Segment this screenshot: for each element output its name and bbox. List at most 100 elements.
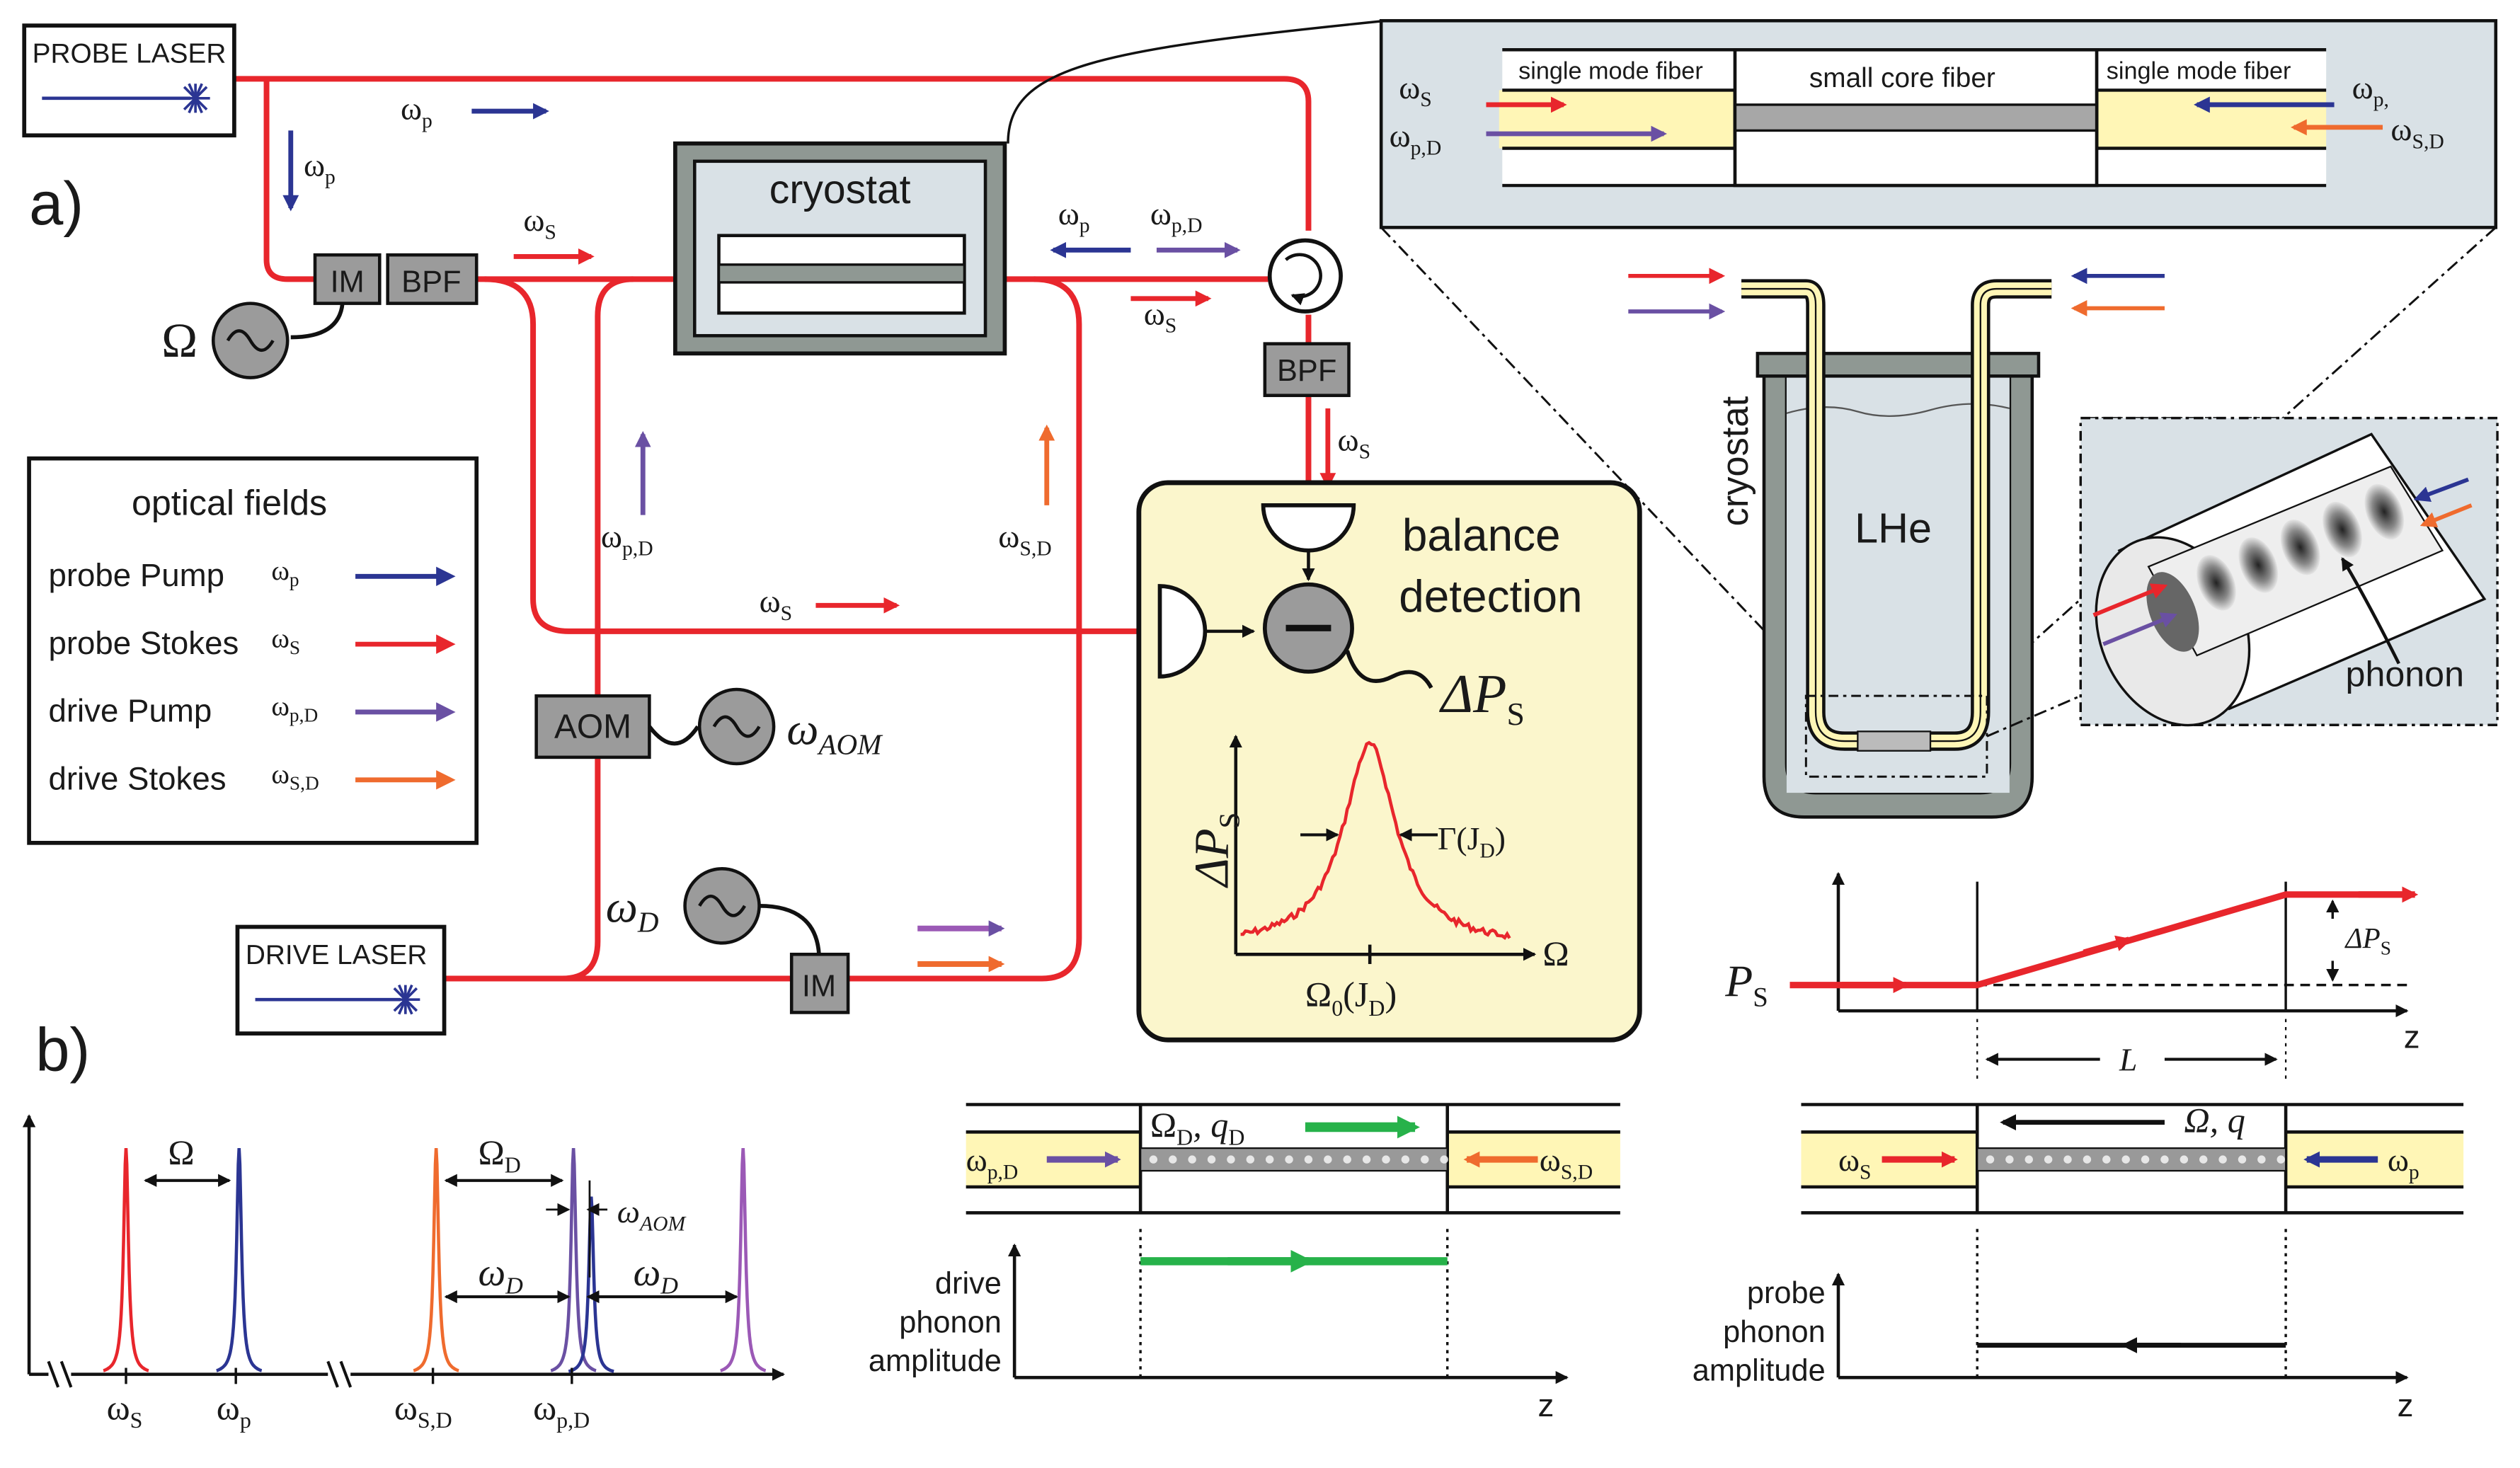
core-dot (2218, 1155, 2227, 1164)
probe-laser-starburst-icon (181, 83, 210, 114)
drive-laser: DRIVE LASER (235, 924, 447, 1036)
probe-laser-box (22, 23, 236, 138)
spectral-line (413, 1148, 459, 1372)
drive-amp-ylabel-3: amplitude (869, 1344, 1002, 1378)
label-center-omega: Ω0(JD) (1305, 974, 1397, 1021)
cryostat: cryostat (673, 141, 1007, 356)
core-dot (1382, 1155, 1390, 1164)
circulator-icon (1267, 238, 1343, 314)
drive-laser-box (235, 924, 447, 1036)
photodiode-top-icon (1261, 503, 1356, 553)
label-delta-ps: ΔPS (1439, 663, 1525, 732)
drive-amp-z: z (1538, 1387, 1554, 1423)
label-lo-stokes: ωS (760, 583, 793, 624)
core-dot (1362, 1155, 1371, 1164)
label-probe-down: ωp (304, 147, 336, 188)
legend-label: probe Pump (48, 557, 224, 593)
photodiode-left-icon (1157, 584, 1208, 679)
core-dot (2141, 1155, 2150, 1164)
legend-label: drive Pump (48, 693, 212, 729)
drive-amp-ylabel-2: phonon (899, 1305, 1002, 1339)
dewar-label: cryostat (1714, 396, 1756, 526)
legend-symbol: ωS,D (271, 759, 319, 793)
smf-right-label: single mode fiber (2107, 57, 2291, 84)
label-drive-pump-out: ωp,D (1150, 195, 1203, 237)
gain-curve (1789, 891, 2407, 989)
legend-label: probe Stokes (48, 625, 239, 661)
core-dot (2044, 1155, 2053, 1164)
sine-icon (226, 329, 275, 352)
drive-phonon-top-label: ΩD, qD (1150, 1105, 1245, 1149)
spectral-line (550, 1148, 597, 1372)
spectrum-aom-label: ωAOM (617, 1193, 687, 1235)
cryostat-fiber-core (717, 263, 966, 284)
probe-phonon: Ω, q ωS ωp probe phonon amplitude z (1693, 1100, 2464, 1423)
rf-wire-omega (290, 303, 345, 340)
circulator-arrow (1285, 253, 1322, 306)
legend-title: optical fields (132, 483, 327, 523)
spectrum-tick-label: ωS,D (394, 1388, 452, 1433)
drive-laser-label: DRIVE LASER (246, 940, 427, 970)
gain-arrow-2 (2083, 935, 2133, 956)
bpf-box-top (386, 253, 479, 305)
fiber-u-sample (1857, 730, 1932, 752)
phonon-arrow-stokes (2092, 583, 2168, 617)
panel-label-b: b) (35, 1016, 90, 1084)
smf-right-cladding (2097, 90, 2327, 149)
smf-right-top (2098, 51, 2327, 89)
fiber-aom-up (595, 276, 634, 696)
drive-amp-ylabel-1: drive (935, 1267, 1002, 1301)
spectrum-omega-label: Ω (168, 1132, 194, 1172)
probe-phonon-top-label: Ω, q (2184, 1100, 2245, 1140)
probe-left-label: ωS (1838, 1142, 1872, 1183)
core-dot (2083, 1155, 2092, 1164)
aom-label: AOM (554, 708, 631, 745)
inset-label-drive-pump: ωp,D (1390, 117, 1442, 159)
probe-right-label: ωp (2388, 1142, 2419, 1183)
spectrum-lines (103, 1148, 767, 1373)
leader-inset-left (1380, 226, 1843, 713)
core-dot (2257, 1155, 2266, 1164)
spectrum-tick-label: ωp (217, 1388, 251, 1433)
core-dot (2005, 1155, 2014, 1164)
inset-label-stokes: ωS (1399, 69, 1432, 111)
phonon-arrow-drive-pump (2102, 612, 2177, 646)
smf-right-bottom (2098, 149, 2327, 184)
label-stokes-in: ωS (523, 202, 556, 243)
label-gamma: Γ(JD) (1438, 820, 1506, 862)
drive-core-dots (1149, 1155, 1448, 1164)
fiber-drive-right (848, 276, 1082, 982)
legend-arrowhead (436, 566, 456, 586)
phonon-wave-lobe (2197, 555, 2236, 611)
smf-left-bottom (1502, 149, 1734, 184)
phonon-wave-lobe (2364, 483, 2405, 540)
gain-dps-label: ΔPS (2344, 922, 2391, 958)
panel-label-a: a) (29, 170, 84, 238)
bpf-label-top: BPF (401, 265, 461, 299)
sine-icon-drive (698, 894, 746, 917)
label-omega-rf: Ω (161, 314, 197, 367)
drive-laser-starburst-icon (391, 984, 420, 1015)
spectral-line (216, 1148, 263, 1372)
fiber-lo (484, 276, 1160, 634)
legend-arrowhead (436, 702, 456, 722)
probe-amp-z: z (2398, 1387, 2414, 1423)
core-dot (2160, 1155, 2169, 1164)
rf-wire-drive (759, 903, 821, 955)
probe-amp-ylabel-3: amplitude (1693, 1354, 1826, 1388)
lhe-label: LHe (1855, 504, 1932, 551)
phonon-wave-lobe (2323, 501, 2362, 558)
label-drive-stokes-up: ωS,D (998, 518, 1051, 560)
inset-label-probe: ωp, (2352, 69, 2389, 111)
core-dot (1246, 1155, 1255, 1164)
probe-amp-ylabel-1: probe (1747, 1276, 1826, 1310)
rf-wire-aom (648, 725, 700, 746)
fiber-paths (234, 76, 1312, 982)
cryostat-label: cryostat (769, 167, 911, 212)
drive-right-label: ωS,D (1540, 1142, 1593, 1183)
core-dot (2199, 1155, 2208, 1164)
